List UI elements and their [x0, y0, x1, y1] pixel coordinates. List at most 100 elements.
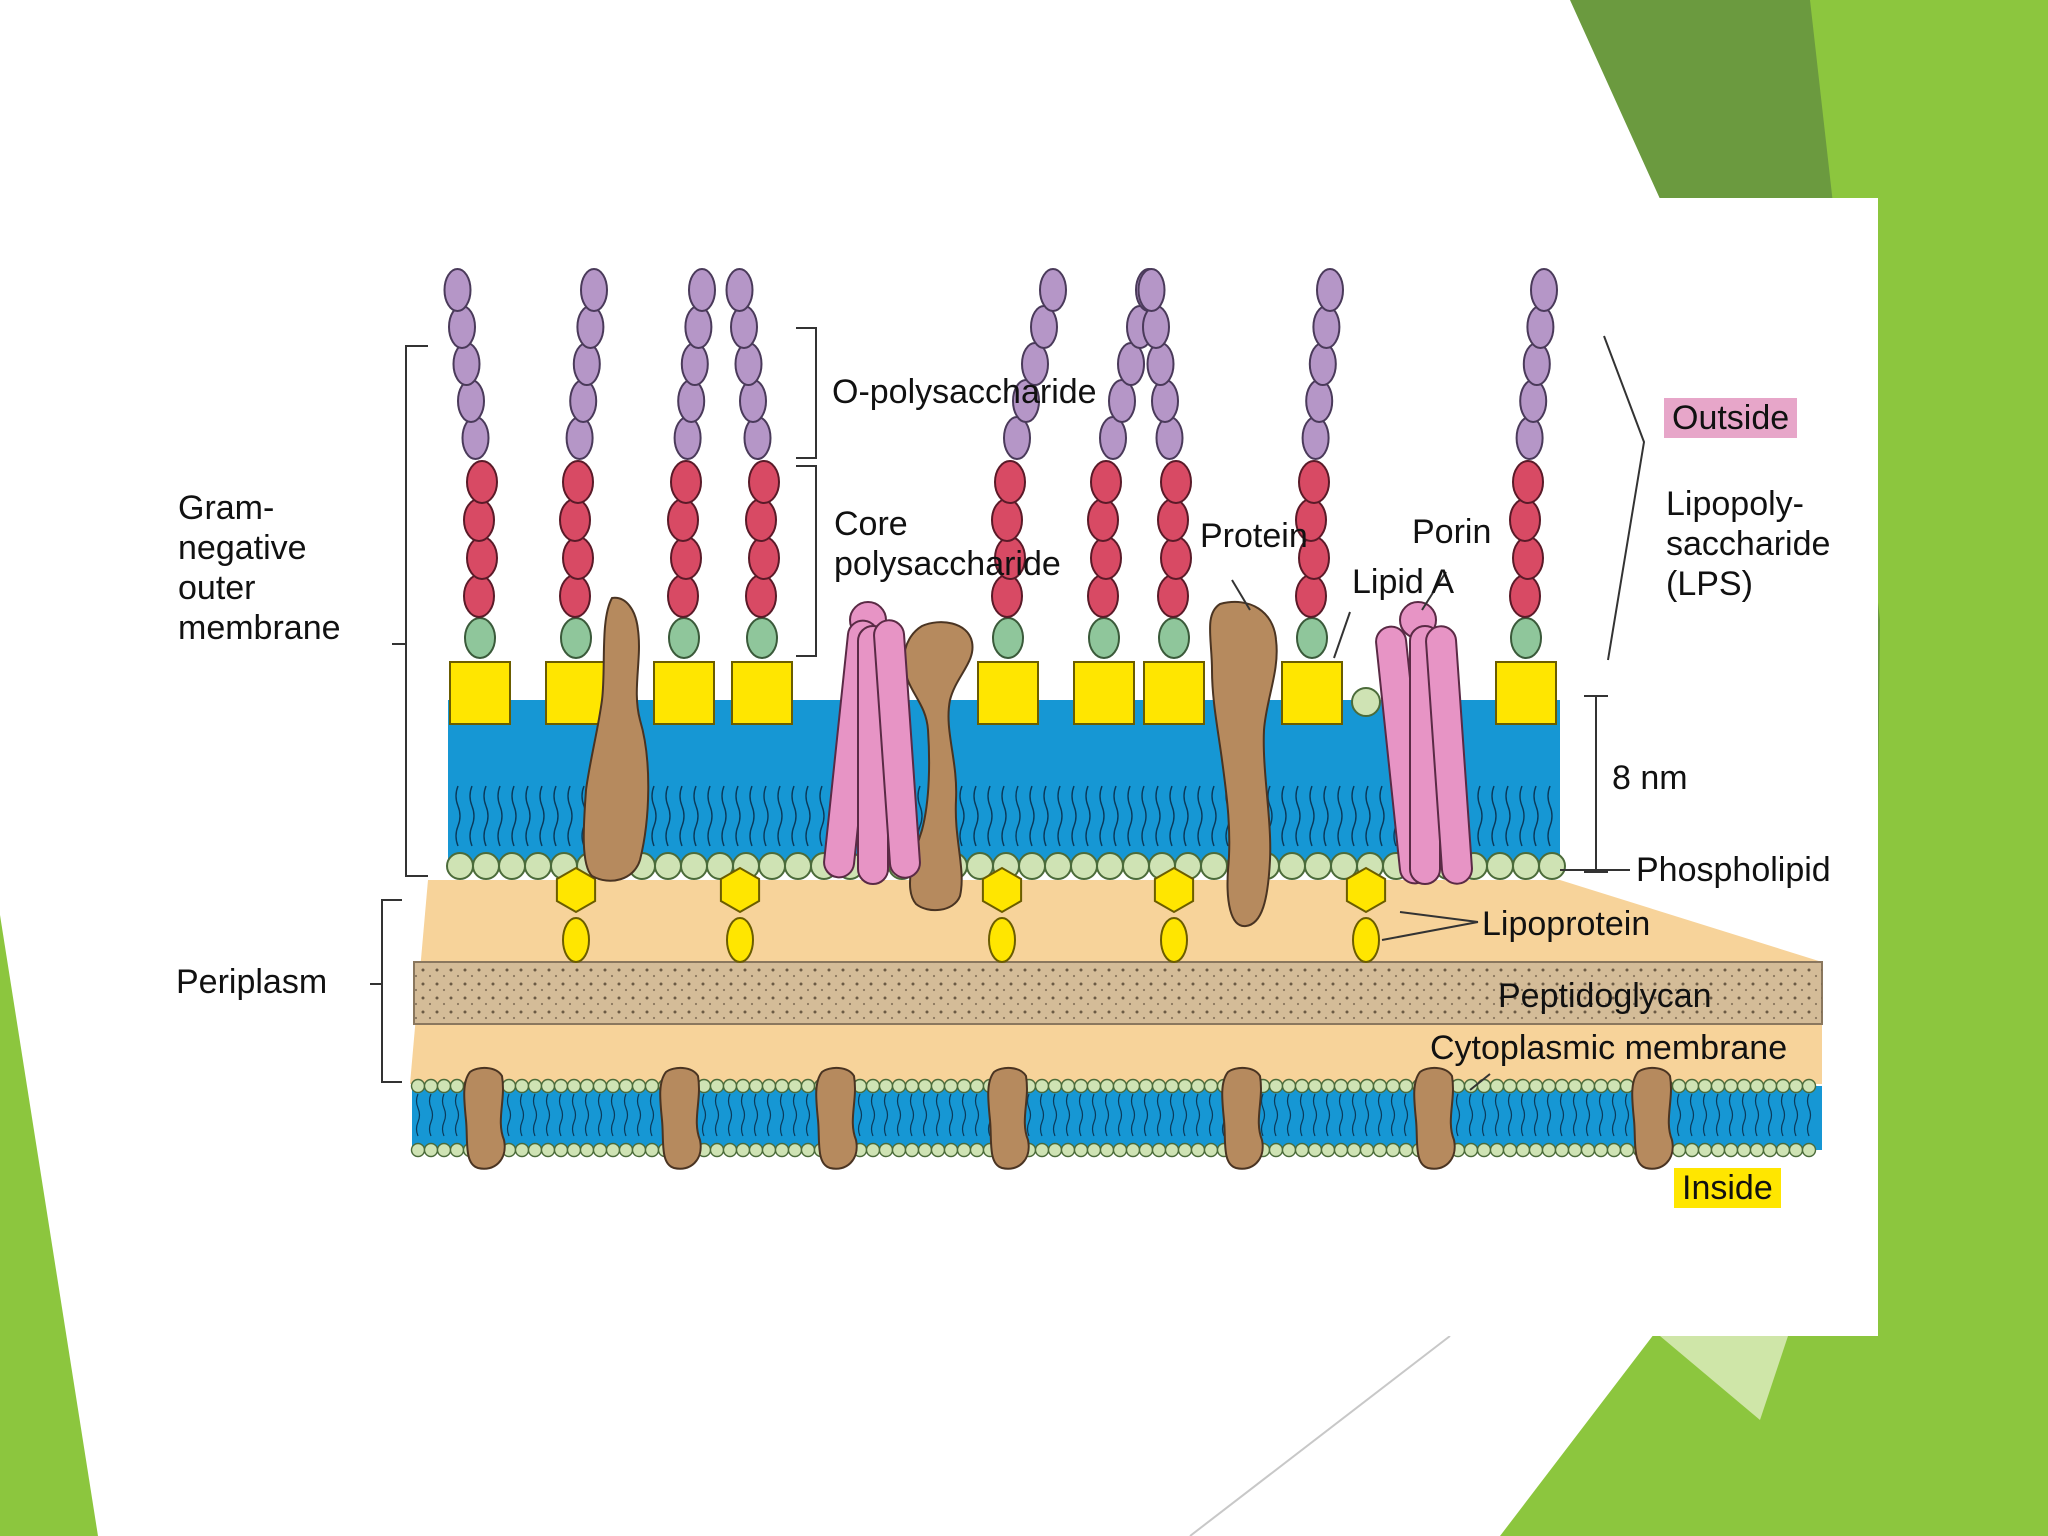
o-chain-bead — [461, 416, 490, 460]
cm-head — [1762, 1078, 1778, 1094]
lipoprotein-head — [981, 866, 1023, 914]
cm-tail — [1182, 1093, 1188, 1137]
core-bead — [559, 498, 591, 542]
cm-protein — [1413, 1066, 1456, 1170]
cm-head — [1801, 1142, 1817, 1158]
lipid-tail — [469, 785, 475, 847]
o-chain-bead — [1137, 268, 1166, 312]
o-chain-bead — [569, 379, 598, 423]
cm-head — [709, 1078, 725, 1094]
cm-head — [1307, 1078, 1323, 1094]
cm-tail — [1468, 1093, 1474, 1137]
cm-head — [787, 1078, 803, 1094]
cm-head — [1801, 1078, 1817, 1094]
cm-tail — [857, 1093, 863, 1137]
cm-protein — [1221, 1066, 1264, 1170]
cm-tail — [948, 1093, 954, 1137]
cm-head — [1203, 1078, 1219, 1094]
o-chain-bead — [1515, 416, 1544, 460]
cm-head — [930, 1078, 946, 1094]
lipoprotein-head — [1345, 866, 1387, 914]
o-chain-bead — [673, 416, 702, 460]
cm-head — [1528, 1142, 1544, 1158]
cm-head — [1138, 1142, 1154, 1158]
o-chain-bead — [1519, 379, 1548, 423]
core-bead — [1157, 574, 1189, 618]
cm-head — [1541, 1078, 1557, 1094]
lipid-tail — [1071, 785, 1077, 847]
cm-head — [943, 1078, 959, 1094]
cm-head — [1268, 1078, 1284, 1094]
phospholipid-head — [1486, 852, 1514, 880]
core-bead — [667, 498, 699, 542]
peptidoglycan-texture — [414, 962, 1822, 1024]
lipoprotein-head — [719, 866, 761, 914]
core-bead — [748, 536, 780, 580]
phospholipid-head — [1304, 852, 1332, 880]
phospholipid-head — [1538, 852, 1566, 880]
cm-head — [1502, 1142, 1518, 1158]
cm-tail — [909, 1093, 915, 1137]
cm-tail — [532, 1093, 538, 1137]
cm-tail — [649, 1093, 655, 1137]
lipoproteins — [555, 866, 1387, 963]
lipid-tail — [1547, 785, 1553, 847]
cm-tail — [1715, 1093, 1721, 1137]
lipid-tail — [777, 785, 783, 847]
lipid-tail — [553, 785, 559, 847]
lipid-tail — [679, 785, 685, 847]
cm-head — [709, 1142, 725, 1158]
core-bead — [1160, 536, 1192, 580]
cm-tail — [1741, 1093, 1747, 1137]
o-chain-bead — [572, 342, 601, 386]
o-chain-bead — [1146, 342, 1175, 386]
outer-membrane-protein-2 — [902, 621, 974, 912]
cm-head — [1567, 1078, 1583, 1094]
cm-tail — [1559, 1093, 1565, 1137]
lipid-tail — [1309, 785, 1315, 847]
o-chain-bead — [725, 268, 754, 312]
cm-tail — [1195, 1093, 1201, 1137]
lipid-tail — [749, 785, 755, 847]
core-bead — [562, 460, 594, 504]
lps-molecule — [977, 268, 1067, 725]
lipoprotein-tail — [1352, 917, 1380, 963]
o-chain-bead — [1117, 342, 1145, 386]
cm-head — [436, 1078, 452, 1094]
cm-head — [1593, 1078, 1609, 1094]
cm-head — [1112, 1078, 1128, 1094]
core-bead — [466, 536, 498, 580]
cm-head — [1489, 1142, 1505, 1158]
core-bead — [1087, 498, 1119, 542]
cm-head — [1385, 1078, 1401, 1094]
cm-head — [566, 1078, 582, 1094]
lipoprotein — [1153, 866, 1195, 963]
cm-tail — [1338, 1093, 1344, 1137]
cm-head — [579, 1142, 595, 1158]
cm-tail — [506, 1093, 512, 1137]
cm-head — [1346, 1142, 1362, 1158]
cm-head — [592, 1078, 608, 1094]
cm-head — [735, 1142, 751, 1158]
o-chain-bead — [576, 305, 605, 349]
porin-left — [823, 601, 921, 885]
cm-head — [449, 1142, 465, 1158]
phospholipid-head — [524, 852, 552, 880]
core-base-bead — [668, 617, 700, 659]
cm-head — [618, 1142, 634, 1158]
cm-tail — [1481, 1093, 1487, 1137]
cm-tail — [558, 1093, 564, 1137]
cm-head — [514, 1142, 530, 1158]
phospholipid-head — [758, 852, 786, 880]
core-bead — [1298, 460, 1330, 504]
cm-protein — [1631, 1066, 1674, 1170]
cm-tail — [1793, 1093, 1799, 1137]
lipid-tail — [525, 785, 531, 847]
cm-tail — [1611, 1093, 1617, 1137]
cm-head — [410, 1078, 426, 1094]
core-base-bead — [992, 617, 1024, 659]
cm-head — [878, 1142, 894, 1158]
core-bead — [745, 498, 777, 542]
cm-tail — [1728, 1093, 1734, 1137]
lipid-tail — [721, 785, 727, 847]
